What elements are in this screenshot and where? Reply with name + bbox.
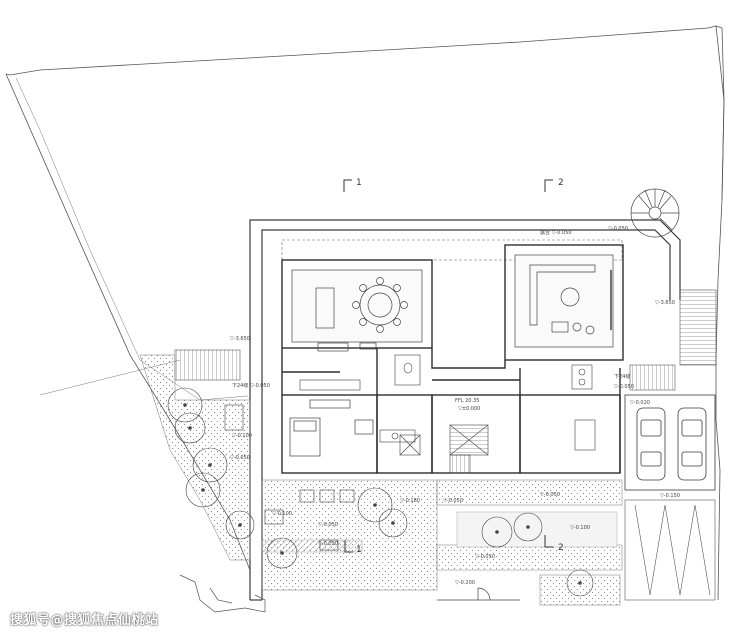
label-elev-0000: ▽±0.000 [458, 406, 480, 412]
label-elev-3650-left: ▽-3.650 [230, 336, 250, 342]
label-balcony: 露台 ▽-0.050 [540, 229, 572, 236]
label-elev-0050-f: ▽-0.050 [475, 554, 495, 560]
section-marker-2-top [544, 179, 553, 192]
label-left-stair: 下24级 ▽-0.050 [232, 382, 270, 389]
section-label-2-top: 2 [558, 178, 564, 188]
main-stair [449, 424, 489, 474]
label-elev-3650-right: ▽-3.650 [655, 300, 675, 306]
fixtures [299, 354, 596, 456]
section-label-2-bottom: 2 [558, 543, 564, 553]
gate [437, 587, 520, 601]
label-elev-0100-left: ▽-0.100 [232, 433, 252, 439]
right-stair [629, 289, 717, 391]
dining-room [291, 269, 423, 352]
watermark: 搜狐号@搜狐焦点仙桃站 [10, 613, 159, 628]
section-marker-1-bottom [344, 540, 353, 553]
label-elev-0050-a: ▽-0.050 [230, 455, 250, 461]
terrace-bands [261, 511, 618, 553]
car-right [677, 407, 707, 481]
label-right-stair: 下24级 [614, 373, 630, 380]
label-elev-0050-right: ▽-0.050 [614, 384, 634, 390]
ramp [624, 499, 716, 601]
label-ffl: FFL 20.35 [455, 398, 479, 404]
trees [167, 387, 594, 597]
label-elev-0050-e: ▽-0.050 [318, 541, 338, 547]
label-elev-0050-d: ▽-0.050 [318, 522, 338, 528]
outdoor-furniture [224, 404, 355, 551]
label-elev-0020: ▽-0.020 [630, 400, 650, 406]
living-room [514, 254, 614, 348]
house-walls [281, 244, 624, 474]
label-elev-0050-g: ▽-0.050 [608, 226, 628, 232]
perimeter-walls [249, 219, 681, 601]
label-elev-0050-b: ▽-0.050 [443, 498, 463, 504]
label-elev-0180: ▽-0.180 [400, 498, 420, 504]
label-elev-0050-c: ▽-0.050 [540, 492, 560, 498]
garage [624, 394, 716, 491]
bedroom [289, 399, 374, 457]
car-left [636, 407, 666, 481]
gardens [139, 354, 623, 606]
balcony-outline [281, 239, 623, 261]
section-label-1-bottom: 1 [356, 545, 362, 555]
label-elev-0100-right: ▽-0.100 [570, 525, 590, 531]
rock-edge [179, 574, 266, 613]
label-elev-0200: ▽-0.200 [455, 580, 475, 586]
spiral-stair [630, 188, 680, 238]
label-elev-0150: ▽-0.150 [660, 493, 680, 499]
section-label-1-top: 1 [356, 178, 362, 188]
section-marker-1-top [343, 179, 352, 192]
section-marker-2-bottom [544, 535, 553, 548]
left-stair [174, 349, 241, 381]
label-elev-0100-c: ▽-0.100 [272, 511, 292, 517]
